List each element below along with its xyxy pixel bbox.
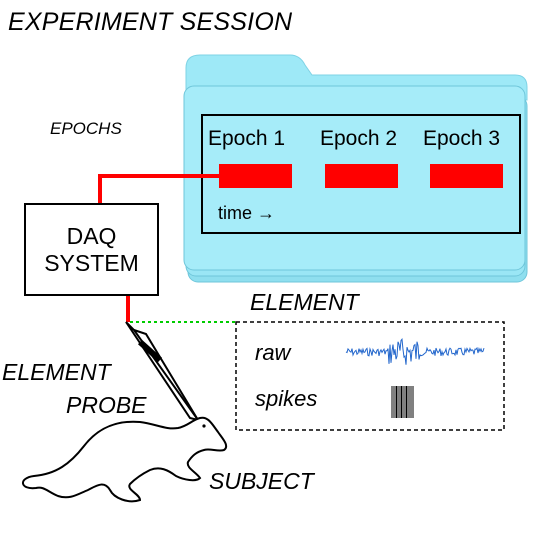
session-title: EXPERIMENT SESSION — [8, 8, 293, 36]
daq-label-line2: SYSTEM — [44, 249, 139, 276]
epoch-bars — [219, 164, 503, 188]
raw-label: raw — [255, 340, 291, 365]
probe-label-line1: ELEMENT — [2, 359, 111, 385]
epoch-1-bar — [219, 164, 292, 188]
epoch-3-bar — [430, 164, 503, 188]
epochs-label: EPOCHS — [50, 119, 122, 138]
daq-system-box: DAQ SYSTEM — [24, 203, 159, 296]
epoch-1-label: Epoch 1 — [208, 127, 286, 150]
ferret-icon — [22, 416, 228, 503]
epoch-2-label: Epoch 2 — [320, 127, 398, 150]
probe-label-line2: PROBE — [66, 392, 147, 418]
epoch-2-bar — [325, 164, 398, 188]
time-axis-label: time → — [218, 203, 276, 223]
element-title: ELEMENT — [250, 289, 359, 315]
ferret-eye — [202, 424, 206, 428]
element-box — [235, 321, 505, 431]
raw-signal-trace — [345, 338, 485, 365]
epoch-3-label: Epoch 3 — [423, 127, 501, 150]
daq-label-line1: DAQ — [66, 223, 117, 250]
subject-label: SUBJECT — [209, 468, 314, 494]
daq-to-epoch-wire — [98, 174, 220, 203]
spikes-label: spikes — [255, 386, 318, 411]
spike-raster — [391, 386, 414, 418]
